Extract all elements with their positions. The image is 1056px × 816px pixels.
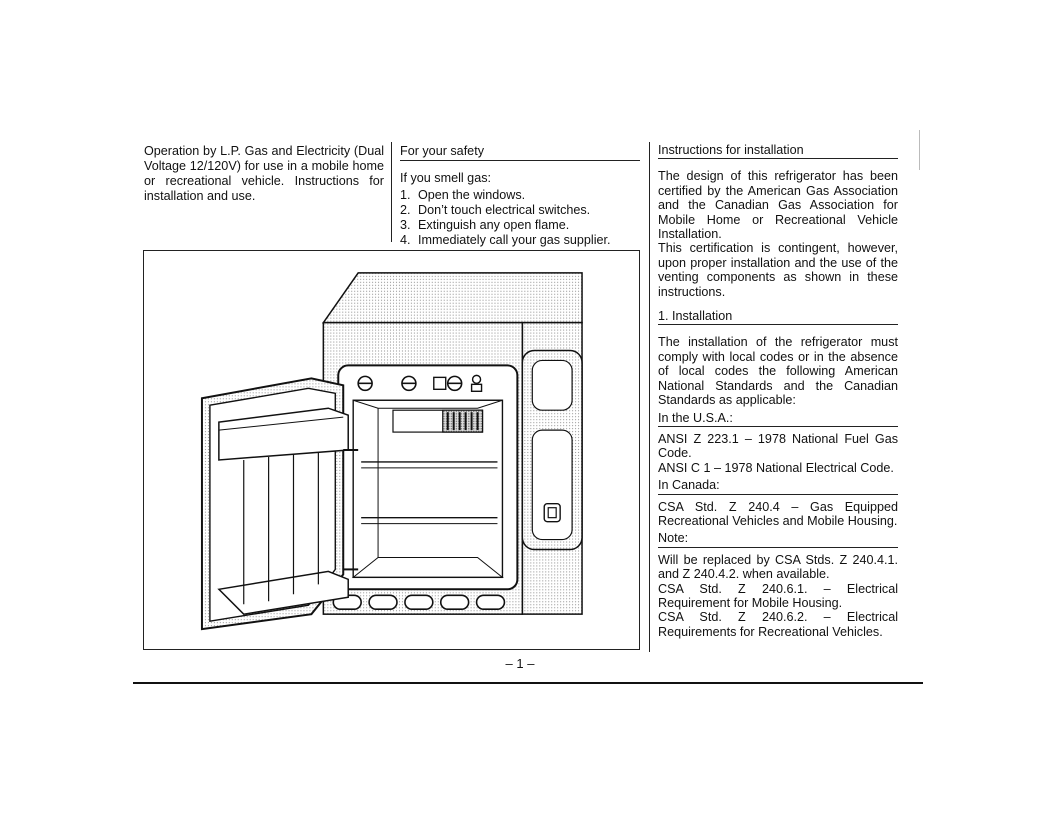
canada-line: CSA Std. Z 240.4 – Gas Equipped Recreati…: [658, 499, 898, 528]
safety-heading: For your safety: [400, 144, 640, 161]
intro-text: Operation by L.P. Gas and Electricity (D…: [144, 144, 384, 203]
safety-intro: If you smell gas:: [400, 171, 491, 185]
note-line: Will be replaced by CSA Stds. Z 240.4.1.…: [658, 552, 898, 582]
column-divider: [391, 142, 392, 242]
installation-section: Instructions for installation The design…: [658, 143, 898, 639]
intro-column: Operation by L.P. Gas and Electricity (D…: [144, 144, 384, 204]
usa-heading: In the U.S.A.:: [658, 411, 898, 427]
column-divider: [649, 142, 650, 652]
note-heading: Note:: [658, 531, 898, 548]
safety-step: 3.Extinguish any open flame.: [400, 218, 570, 232]
note-line: CSA Std. Z 240.6.2. – Electrical Require…: [658, 610, 898, 639]
page-edge: [919, 130, 920, 170]
installation-para: The design of this refrigerator has been…: [658, 169, 898, 242]
safety-step: 1.Open the windows.: [400, 188, 526, 202]
refrigerator-drawing: [200, 272, 583, 631]
installation-para: This certification is contingent, howeve…: [658, 241, 898, 299]
safety-section: For your safety If you smell gas: 1.Open…: [400, 144, 640, 248]
note-line: CSA Std. Z 240.6.1. – Electrical Require…: [658, 581, 898, 610]
section-heading: 1. Installation: [658, 309, 898, 326]
bottom-rule: [133, 682, 923, 684]
refrigerator-illustration: [143, 250, 640, 650]
usa-line: ANSI Z 223.1 – 1978 National Fuel Gas Co…: [658, 431, 898, 461]
usa-line: ANSI C 1 – 1978 National Electrical Code…: [658, 460, 894, 475]
installation-heading: Instructions for installation: [658, 143, 898, 160]
page-number: – 1 –: [505, 656, 535, 671]
canada-heading: In Canada:: [658, 478, 898, 495]
safety-step: 4.Immediately call your gas supplier.: [400, 233, 611, 247]
section-text: The installation of the refrigerator mus…: [658, 335, 898, 408]
safety-steps: 1.Open the windows. 2.Don’t touch electr…: [400, 188, 640, 248]
safety-step: 2.Don’t touch electrical switches.: [400, 203, 591, 217]
